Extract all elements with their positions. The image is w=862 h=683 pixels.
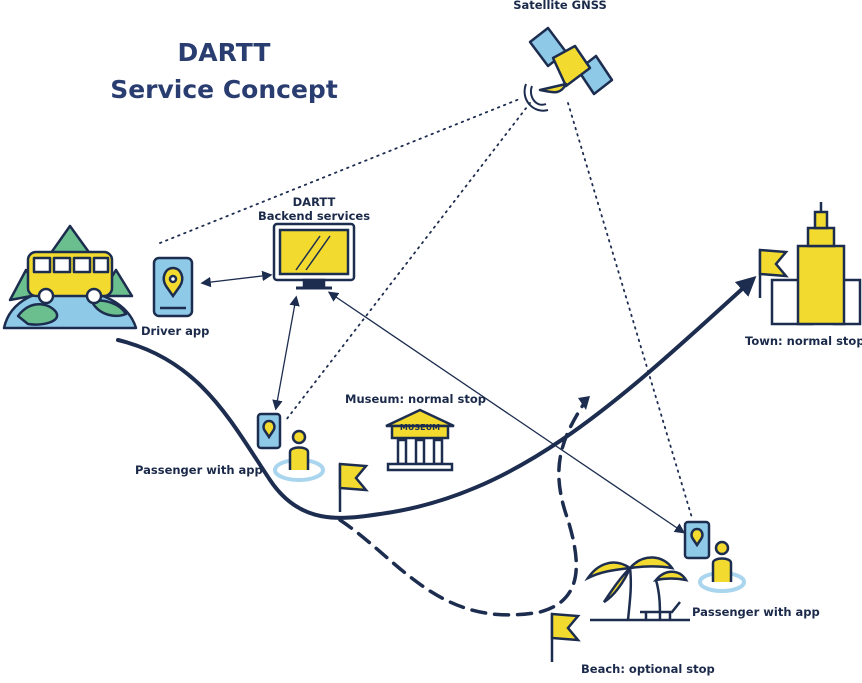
person-icon bbox=[714, 540, 730, 556]
backend-label-line-2: Backend services bbox=[257, 209, 371, 223]
museum-sign: MUSEUM bbox=[399, 423, 441, 432]
satellite-icon bbox=[523, 26, 614, 112]
museum-icon bbox=[385, 408, 455, 472]
monitor-icon bbox=[272, 222, 356, 290]
link-backend-passenger-left bbox=[272, 295, 300, 411]
flag-icon-town bbox=[758, 248, 789, 298]
link-driver-backend bbox=[200, 270, 273, 288]
sunbed-icon bbox=[590, 601, 690, 622]
backend-label: DARTT Backend services bbox=[254, 195, 374, 223]
backend-label-line-1: DARTT bbox=[292, 195, 336, 209]
flag-icon-beach bbox=[550, 612, 581, 662]
passenger-right-label: Passenger with app bbox=[692, 605, 820, 619]
dotted-link-driver bbox=[159, 97, 523, 244]
main-route bbox=[116, 275, 757, 520]
passenger-right-group bbox=[683, 520, 746, 593]
satellite-links bbox=[159, 97, 693, 519]
satellite-label: Satellite GNSS bbox=[513, 0, 607, 12]
building-icon bbox=[770, 202, 862, 326]
driver-app-label: Driver app bbox=[141, 324, 210, 338]
town-label: Town: normal stop bbox=[745, 334, 862, 348]
optional-route bbox=[338, 400, 587, 617]
beach-label: Beach: optional stop bbox=[581, 662, 715, 676]
museum-label: Museum: normal stop bbox=[345, 392, 486, 406]
passenger-left-group bbox=[256, 412, 325, 482]
person-icon bbox=[291, 429, 307, 445]
title-line-2: Service Concept bbox=[110, 75, 338, 104]
optional-route-arrowhead bbox=[578, 396, 590, 410]
dotted-link-passenger-right bbox=[567, 102, 693, 519]
driver-phone-icon bbox=[152, 256, 194, 318]
page-title: DARTT Service Concept bbox=[108, 34, 340, 108]
passenger-left-label: Passenger with app bbox=[135, 463, 263, 477]
bus-icon bbox=[2, 224, 138, 330]
palm-tree-icon bbox=[584, 556, 689, 621]
flag-icon-left bbox=[338, 462, 369, 512]
data-links bbox=[200, 270, 686, 534]
title-line-1: DARTT bbox=[177, 38, 271, 67]
link-backend-passenger-right bbox=[327, 291, 686, 534]
dotted-link-passenger-left bbox=[285, 102, 531, 421]
